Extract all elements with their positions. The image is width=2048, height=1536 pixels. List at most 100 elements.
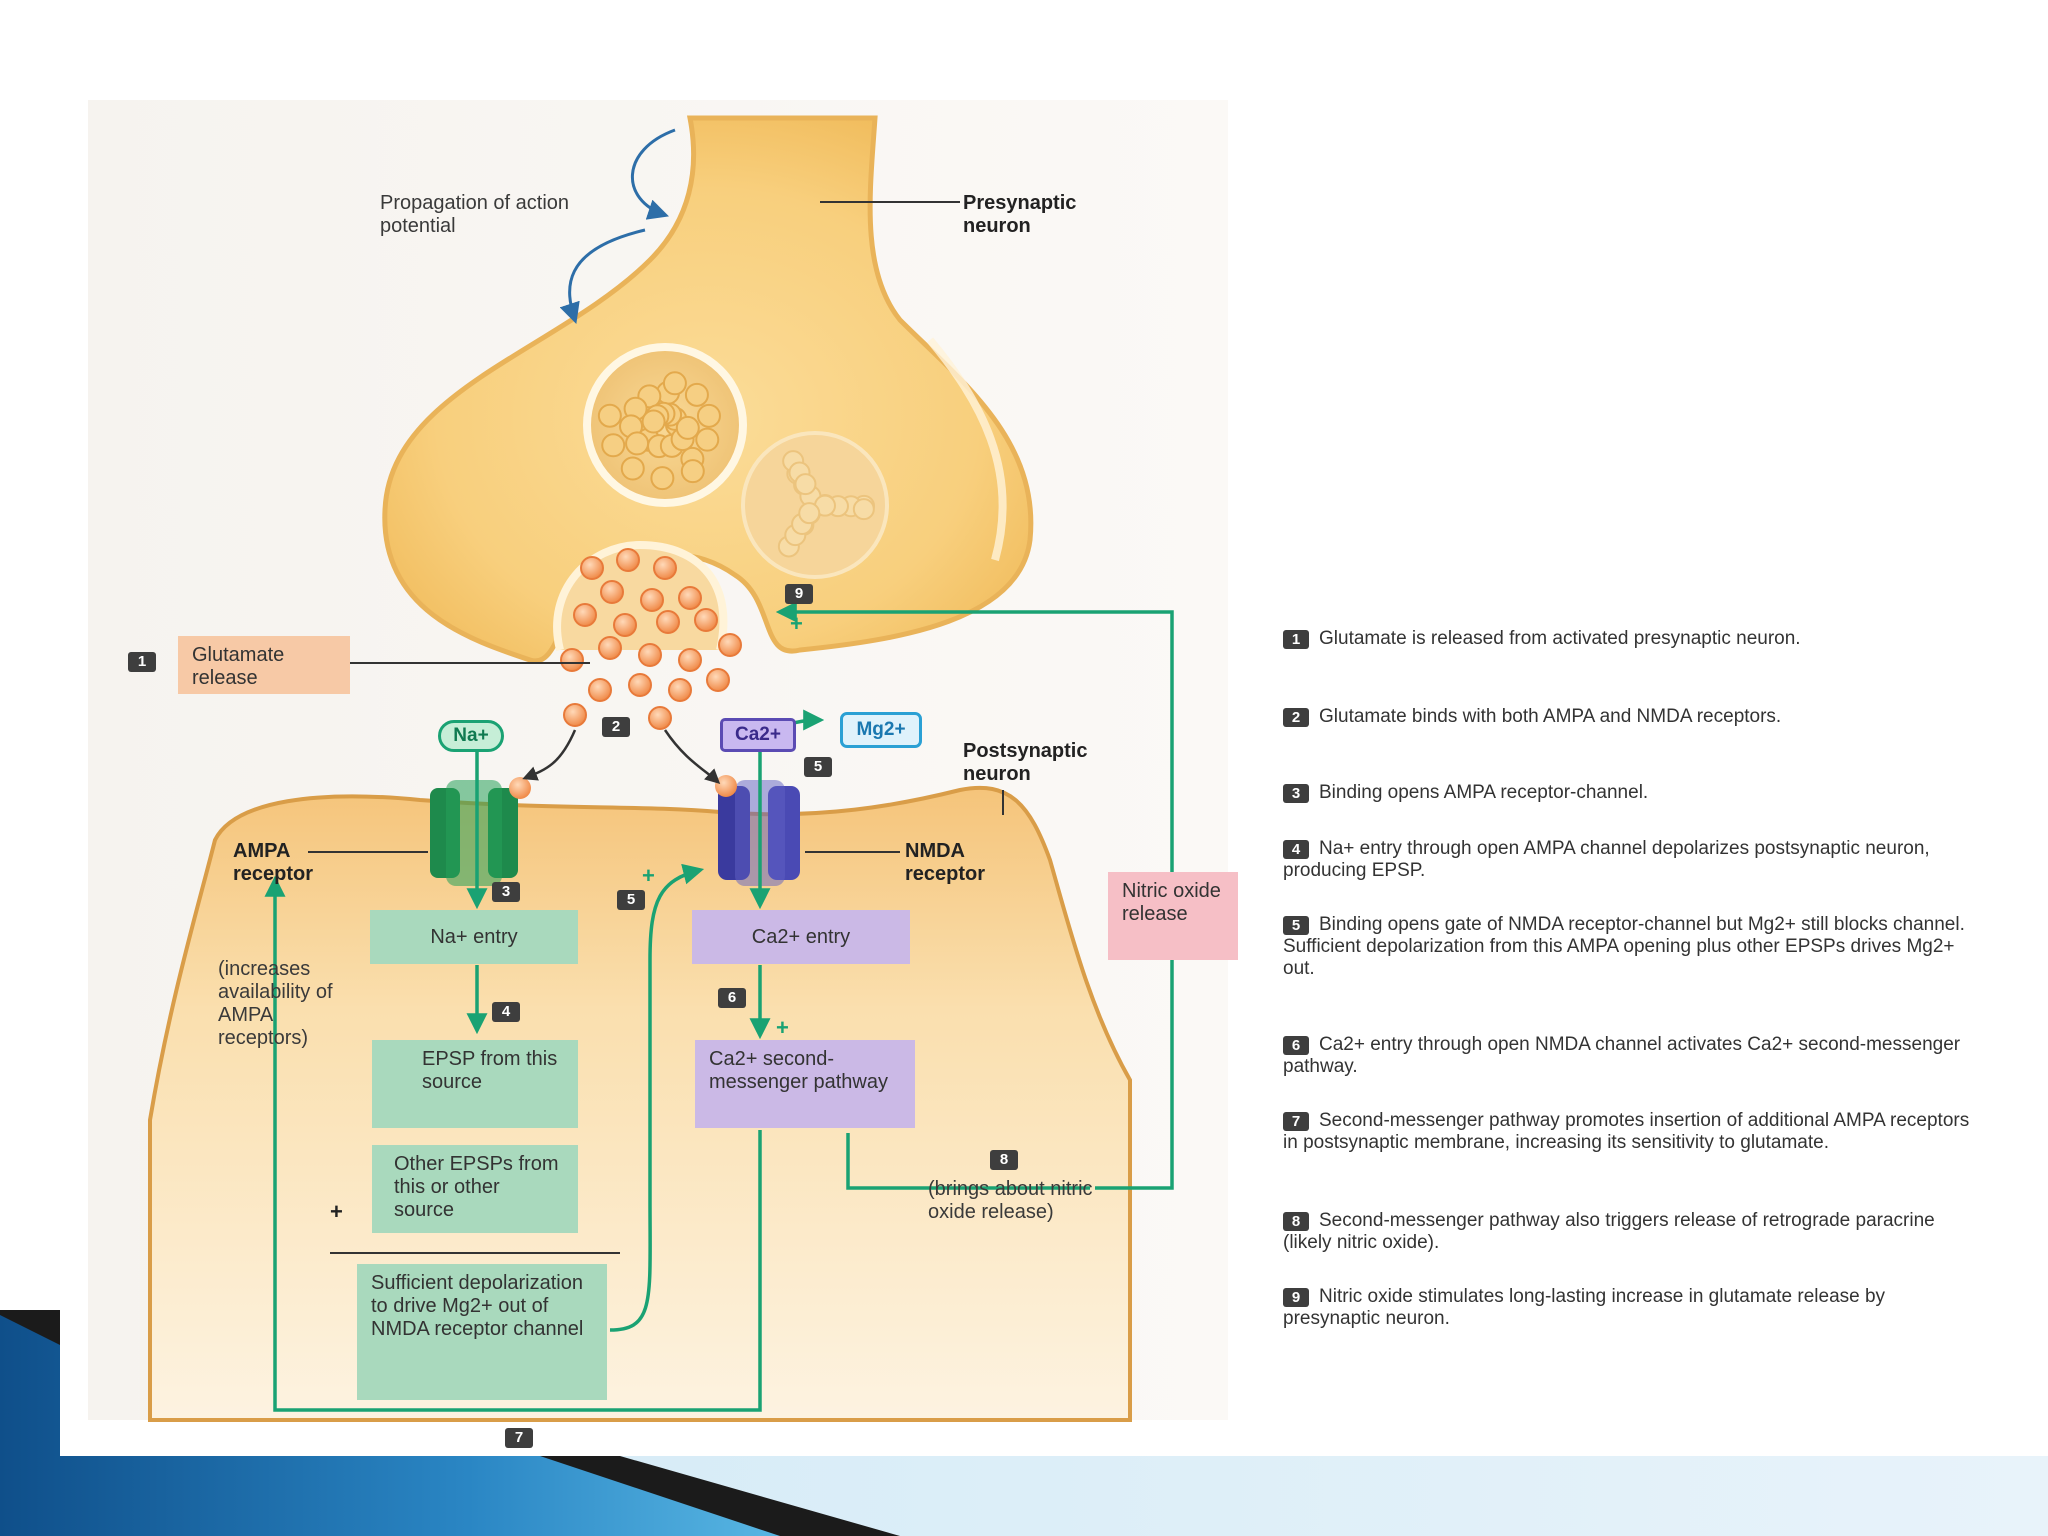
glutamate-molecule [696,403,721,428]
glutamate-molecule [641,409,666,434]
glutamate-molecule [650,466,675,491]
box-epsp: EPSP from this source [372,1040,578,1128]
glutamate-molecule [563,703,587,727]
legend-item-3: 3 Binding opens AMPA receptor-channel. [1283,782,1973,804]
legend-text: Glutamate is released from activated pre… [1319,628,1801,649]
legend-item-1: 1 Glutamate is released from activated pr… [1283,628,1973,650]
glutamate-molecule [678,586,702,610]
glutamate-molecule [678,648,702,672]
legend-number: 5 [1283,916,1309,935]
ampa-receptor-channel [430,780,518,886]
legend-text: Ca2+ entry through open NMDA channel act… [1283,1034,1961,1077]
label-increases-availability: (increases availability of AMPA receptor… [218,958,333,1049]
box-sufficient-depolarization: Sufficient depolarization to drive Mg2+ … [357,1264,607,1400]
plus-sign: + [330,1199,343,1224]
step-badge-5: 5 [617,890,645,910]
box-ca-entry: Ca2+ entry [692,910,910,964]
glutamate-molecule [613,613,637,637]
glutamate-molecule [653,556,677,580]
plus-sign: + [790,611,803,636]
glutamate-molecule [573,603,597,627]
step-badge-4: 4 [492,1002,520,1022]
glutamate-molecule [695,427,720,452]
glutamate-molecule [675,415,700,440]
legend-text: Second-messenger pathway also triggers r… [1283,1210,1935,1253]
nmda-receptor-channel [718,780,800,886]
box-na-entry: Na+ entry [370,910,578,964]
step-badge-3: 3 [492,882,520,902]
legend-text: Binding opens AMPA receptor-channel. [1319,782,1649,803]
ion-mg: Mg2+ [840,712,922,748]
glutamate-molecule [648,706,672,730]
slide-accent-light [600,1456,2048,1536]
label-nmda-receptor: NMDA receptor [905,840,986,885]
step-badge-6: 6 [718,988,746,1008]
label-brings-about: (brings about nitric oxide release) [928,1178,1093,1223]
glutamate-molecule [616,548,640,572]
glutamate-molecule [694,608,718,632]
legend-number: 2 [1283,708,1309,727]
legend-number: 1 [1283,630,1309,649]
box-ca-second-messenger: Ca2+ second- messenger pathway [695,1040,915,1128]
slide-accent-blue [0,1315,780,1536]
glutamate-molecule [620,456,645,481]
plus-sign: + [776,1015,789,1040]
ion-na: Na+ [438,720,504,752]
legend-number: 3 [1283,784,1309,803]
ion-ca: Ca2+ [720,718,796,752]
label-postsynaptic-neuron: Postsynaptic neuron [963,740,1088,785]
step-badge-5-top: 5 [804,757,832,777]
legend-item-2: 2 Glutamate binds with both AMPA and NMDA… [1283,706,1973,728]
step-badge-1: 1 [128,652,156,672]
glutamate-molecule [680,459,705,484]
glutamate-molecule [601,433,626,458]
glutamate-molecule [668,678,692,702]
glutamate-molecule [852,498,875,521]
legend-number: 7 [1283,1112,1309,1131]
label-ampa-receptor: AMPA receptor [233,840,314,885]
glutamate-molecule [600,580,624,604]
glutamate-molecule [706,668,730,692]
legend-number: 4 [1283,840,1309,859]
glutamate-molecule [718,633,742,657]
glutamate-molecule [662,371,687,396]
legend-number: 8 [1283,1212,1309,1231]
step-badge-8: 8 [990,1150,1018,1170]
glutamate-molecule [625,431,650,456]
box-glutamate-release: Glutamate release [178,636,350,694]
legend-text: Second-messenger pathway promotes insert… [1283,1110,1970,1153]
glutamate-molecule [794,473,817,496]
glutamate-molecule [588,678,612,702]
plus-sign: + [642,863,655,888]
label-propagation: Propagation of action potential [380,192,570,237]
legend-number: 6 [1283,1036,1309,1055]
glutamate-molecule [640,588,664,612]
step-badge-7: 7 [505,1428,533,1448]
legend-text: Nitric oxide stimulates long-lasting inc… [1283,1286,1886,1329]
glutamate-molecule [628,673,652,697]
step-badge-2: 2 [602,717,630,737]
legend-text: Binding opens gate of NMDA receptor-chan… [1283,914,1965,979]
label-presynaptic-neuron: Presynaptic neuron [963,192,1077,237]
glutamate-molecule [684,382,709,407]
glutamate-molecule [598,636,622,660]
glutamate-molecule [656,610,680,634]
step-badge-9: 9 [785,584,813,604]
glutamate-molecule [798,502,821,525]
glutamate-molecule [580,556,604,580]
legend-number: 9 [1283,1288,1309,1307]
legend-text: Na+ entry through open AMPA channel depo… [1283,838,1930,881]
glutamate-molecule [560,648,584,672]
box-nitric-oxide-release: Nitric oxide release [1108,872,1238,960]
glutamate-molecule [597,403,622,428]
legend-text: Glutamate binds with both AMPA and NMDA … [1319,706,1782,727]
box-other-epsps: Other EPSPs from this or other source [372,1145,578,1233]
